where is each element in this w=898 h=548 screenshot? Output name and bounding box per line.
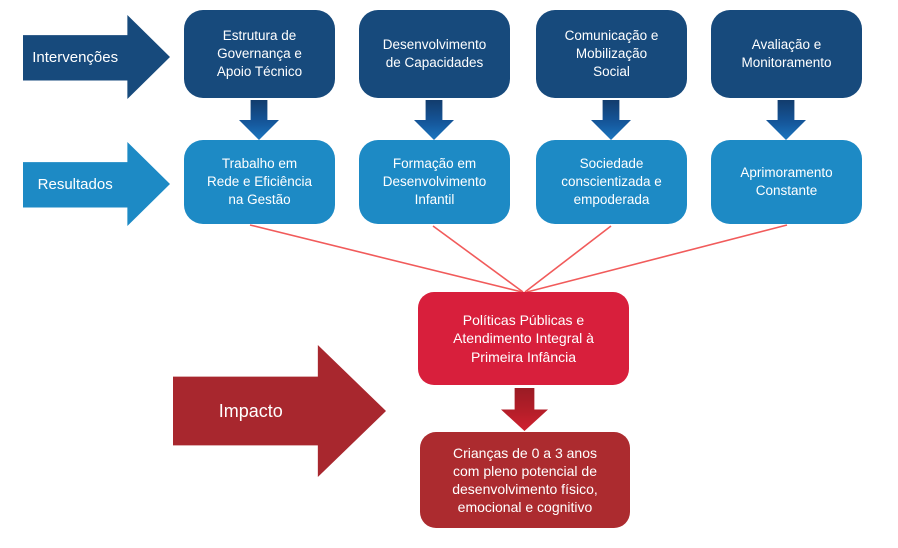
result-box-society: Sociedade conscientizada e empoderada — [536, 140, 687, 224]
down-arrow-icon — [591, 100, 631, 140]
connector-line-2 — [432, 225, 524, 293]
connector-line-4 — [526, 224, 788, 293]
down-arrow-icon — [414, 100, 454, 140]
result-box-improvement: Aprimoramento Constante — [711, 140, 862, 224]
outcome-box-public-policies: Políticas Públicas e Atendimento Integra… — [418, 292, 629, 385]
connector-line-3 — [524, 225, 612, 293]
down-arrow-icon — [766, 100, 806, 140]
results-row-arrow: Resultados — [23, 142, 170, 226]
impact-box-children: Crianças de 0 a 3 anos com pleno potenci… — [420, 432, 630, 528]
connector-line-1 — [249, 224, 523, 293]
impact-row-label: Impacto — [218, 400, 283, 421]
result-box-network: Trabalho em Rede e Eficiência na Gestão — [184, 140, 335, 224]
intervention-box-evaluation: Avaliação e Monitoramento — [711, 10, 862, 98]
interventions-row-label: Intervenções — [32, 48, 119, 66]
result-box-training: Formação em Desenvolvimento Infantil — [359, 140, 510, 224]
down-arrow-icon — [239, 100, 279, 140]
down-arrow-red-icon — [501, 388, 548, 431]
interventions-row-arrow: Intervenções — [23, 15, 170, 99]
intervention-box-communication: Comunicação e Mobilização Social — [536, 10, 687, 98]
intervention-box-capacity: Desenvolvimento de Capacidades — [359, 10, 510, 98]
impact-row-arrow: Impacto — [173, 345, 386, 477]
results-row-label: Resultados — [37, 175, 113, 193]
intervention-box-governance: Estrutura de Governança e Apoio Técnico — [184, 10, 335, 98]
